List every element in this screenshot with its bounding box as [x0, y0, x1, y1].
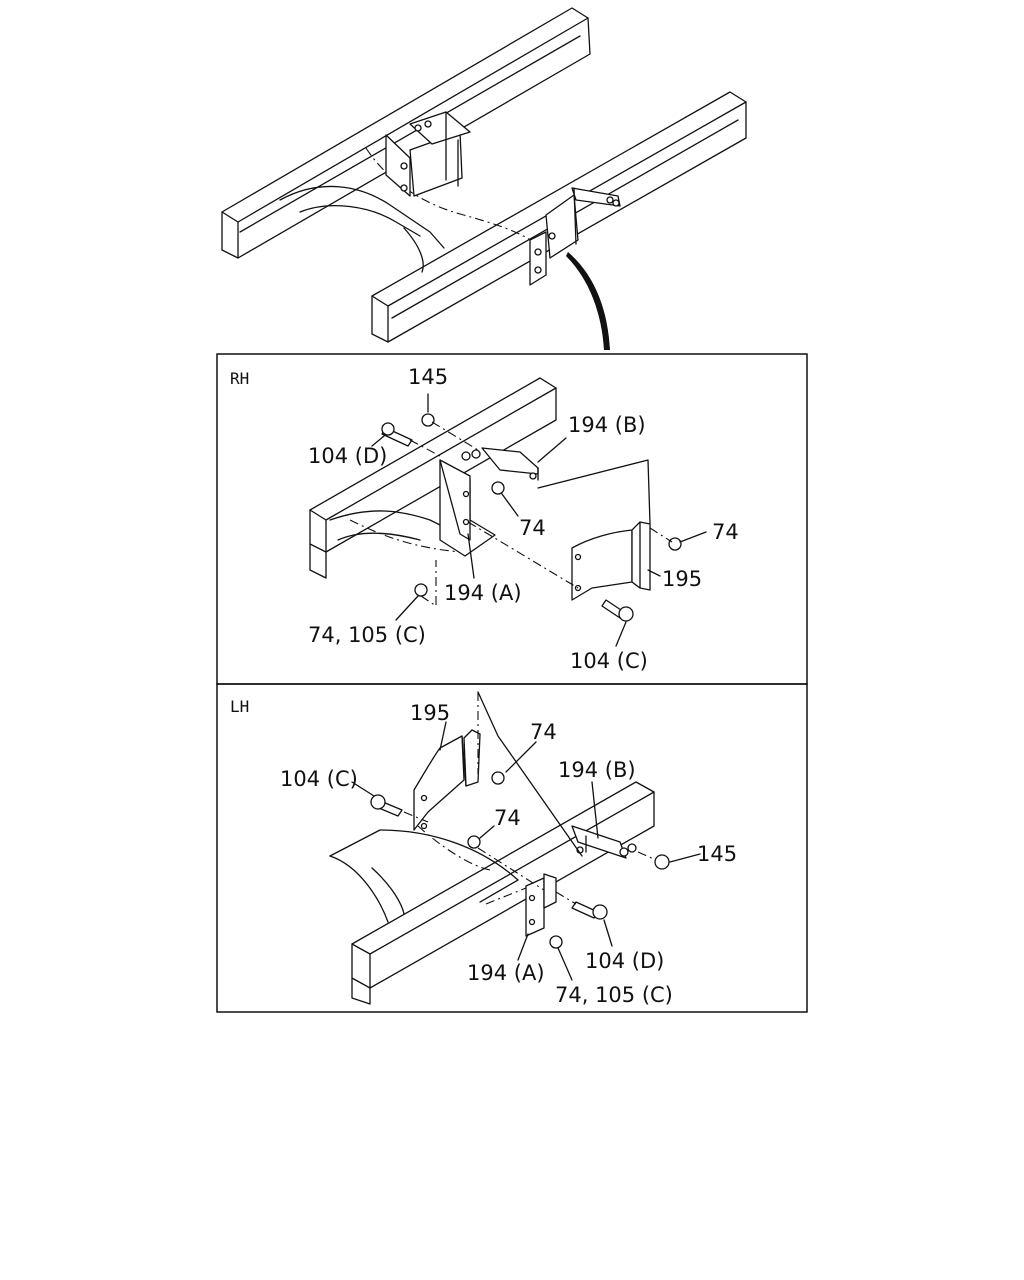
lh-bolt-104-c [370, 794, 403, 817]
lh-callout-74-a: 74 [530, 720, 557, 744]
rh-callout-195: 195 [662, 567, 702, 591]
rh-nut-74-105 [414, 583, 428, 597]
lh-callout-194a: 194 (A) [467, 961, 545, 985]
rh-section-title: RH [230, 369, 249, 388]
rh-nut-74-top [491, 481, 505, 495]
rh-nut-145 [421, 413, 435, 427]
rh-callout-74-105c: 74, 105 (C) [308, 623, 426, 647]
detail-arrow [566, 252, 610, 350]
lh-nut-74-mid [467, 835, 481, 849]
lh-bolt-104-d [571, 901, 608, 920]
rh-callout-74-a: 74 [519, 516, 546, 540]
lh-callout-145: 145 [697, 842, 737, 866]
rh-callout-194a: 194 (A) [444, 581, 522, 605]
rh-bolt-104-d [381, 422, 413, 447]
rh-callout-104d: 104 (D) [308, 444, 387, 468]
rh-callout-104c: 104 (C) [570, 649, 648, 673]
rh-callouts: 145 104 (D) 194 (B) 74 74 195 194 (A) 74… [308, 365, 739, 673]
rh-callout-194b: 194 (B) [568, 413, 646, 437]
lh-bolts-194b [619, 843, 637, 857]
lh-callout-195: 195 [410, 701, 450, 725]
rh-callout-74-b: 74 [712, 520, 739, 544]
rh-panel-frame [216, 353, 808, 685]
rh-bolts-194b [461, 449, 481, 461]
lh-callout-74-105c: 74, 105 (C) [555, 983, 673, 1007]
lh-illustration [329, 691, 701, 1005]
lh-nut-74-105 [549, 935, 563, 949]
lh-callout-104c: 104 (C) [280, 767, 358, 791]
lh-callout-194b: 194 (B) [558, 758, 636, 782]
rh-bolt-104-c [601, 599, 634, 622]
rh-illustration [309, 377, 707, 647]
rh-nut-74-right [668, 537, 682, 551]
lh-panel-frame [216, 683, 808, 1013]
overview-frame-rail-left [221, 7, 591, 259]
rh-callout-145: 145 [408, 365, 448, 389]
lh-nut-145 [654, 854, 670, 870]
lh-section-title: LH [230, 697, 249, 716]
lh-callouts: 195 74 104 (C) 194 (B) 74 145 104 (D) 19… [280, 701, 737, 1007]
overview-illustration [221, 7, 747, 350]
lh-callout-104d: 104 (D) [585, 949, 664, 973]
lh-nut-74-top [491, 771, 505, 785]
overview-bracket-left [385, 111, 471, 197]
overview-bracket-right [529, 187, 621, 286]
overview-crossmember [279, 147, 541, 273]
lh-callout-74-b: 74 [494, 806, 521, 830]
